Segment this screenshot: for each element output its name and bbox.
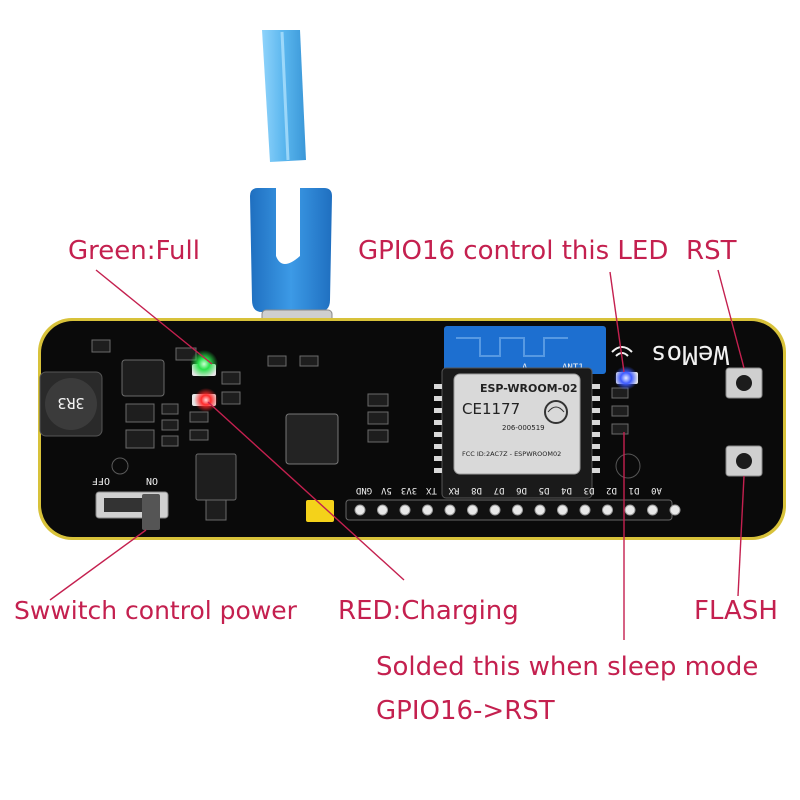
pin-hole: [534, 504, 546, 516]
pin-hole: [512, 504, 523, 516]
switch-off-label: OFF: [92, 475, 110, 486]
pin-label-gnd: GND: [356, 485, 372, 495]
tantalum-capacitor: [306, 500, 334, 522]
wemos-logo: WeMos: [651, 339, 729, 369]
pin-hole: [444, 504, 456, 516]
pin-hole: [399, 504, 411, 516]
pin-hole: [624, 504, 636, 516]
pin-label-d6: D6: [516, 485, 527, 495]
usb-serial-chip: [285, 413, 339, 465]
pin-hole: [602, 504, 613, 516]
pin-hole: [557, 504, 568, 516]
gpio16-led: [614, 366, 638, 390]
pin-label-d7: D7: [494, 485, 505, 495]
cert-id: 206-000519: [502, 424, 545, 432]
header-pins: GND 5V 3V3 TX RX D8 D7 D6 D5 D4 D3 D2 D1 A0: [345, 485, 681, 521]
leader-rst: [717, 269, 745, 369]
label-flash: FLASH: [694, 596, 778, 626]
rst-button[interactable]: [725, 367, 763, 399]
pin-label-rx: RX: [448, 485, 459, 495]
pin-label-d4: D4: [561, 485, 572, 495]
ce-mark: CE1177: [462, 400, 520, 418]
leader-red-charging: [207, 401, 405, 581]
pin-label-d5: D5: [539, 485, 550, 495]
fcc-id: FCC ID:2AC7Z - ESPWROOM02: [462, 450, 561, 458]
pin-hole: [489, 504, 501, 516]
pin-hole: [579, 504, 591, 516]
callout-lines: [49, 269, 745, 640]
label-green-full: Green:Full: [68, 236, 200, 266]
label-gpio16-led: GPIO16 control this LED: [358, 236, 669, 266]
pin-hole: [669, 504, 681, 516]
flash-button[interactable]: [725, 445, 763, 477]
esp-wroom-02-module: ESP-WROOM-02 CE1177 206-000519 FCC ID:2A…: [434, 367, 600, 499]
pin-hole: [422, 504, 433, 516]
pin-hole: [354, 504, 366, 516]
label-switch-power: Swwitch control power: [14, 596, 297, 625]
pin-hole: [467, 504, 478, 516]
pin-hole: [377, 504, 388, 516]
pin-label-a0: A0: [651, 485, 662, 495]
pin-label-d2: D2: [606, 485, 617, 495]
label-rst: RST: [686, 236, 737, 266]
power-switch[interactable]: OFF ON: [92, 475, 169, 530]
leader-switch: [49, 529, 147, 601]
green-led: [190, 350, 218, 378]
power-components: [91, 339, 241, 521]
pin-label-d3: D3: [584, 485, 595, 495]
usb-connector-housing: [250, 188, 332, 312]
leader-green-full: [95, 269, 213, 365]
switch-on-label: ON: [146, 475, 158, 486]
inductor-label: 3R3: [57, 394, 84, 412]
leader-flash: [737, 475, 745, 597]
pin-label-d8: D8: [471, 485, 482, 495]
passive-components: [267, 355, 641, 479]
module-name: ESP-WROOM-02: [480, 382, 578, 395]
pin-label-tx: TX: [426, 485, 437, 495]
label-solder-note-1: Solded this when sleep mode: [376, 652, 759, 682]
pin-label-5v: 5V: [381, 485, 392, 495]
pin-label-3v3: 3V3: [401, 485, 417, 495]
pin-hole: [647, 504, 658, 516]
label-red-charging: RED:Charging: [338, 596, 519, 626]
inductor: 3R3: [39, 371, 103, 437]
usb-cable: [250, 30, 333, 347]
leader-gpio16-led: [609, 271, 625, 373]
pin-label-d1: D1: [629, 485, 640, 495]
label-solder-note-2: GPIO16->RST: [376, 696, 555, 726]
